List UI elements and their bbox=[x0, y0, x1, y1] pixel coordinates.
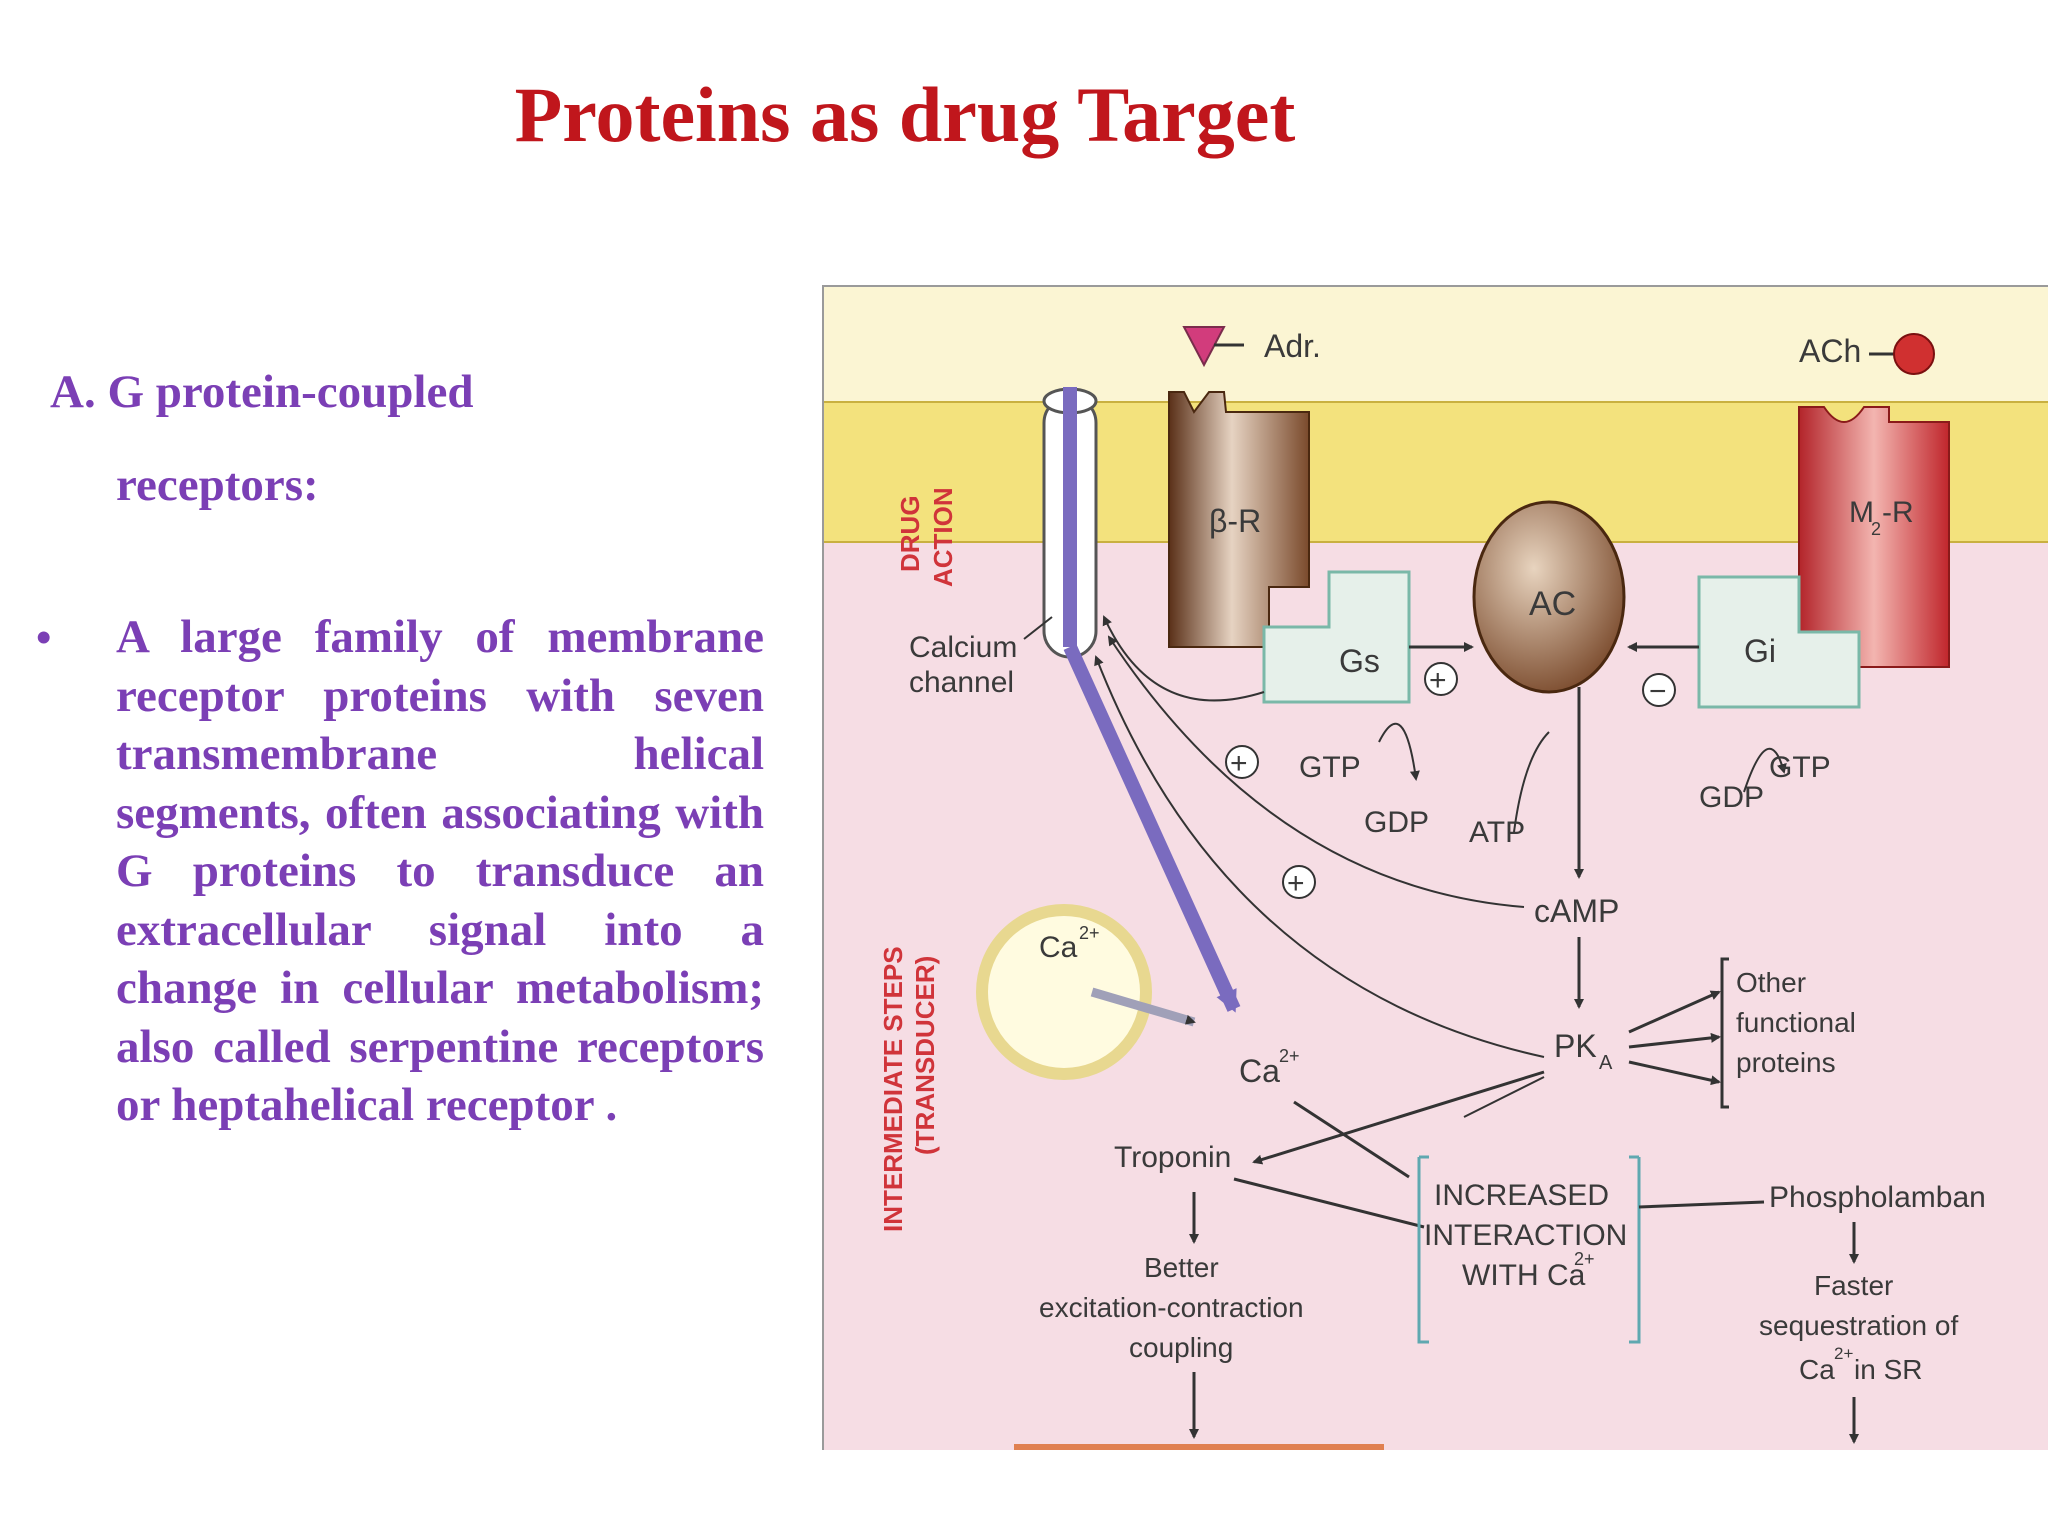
section-heading-continued: receptors: bbox=[116, 459, 319, 511]
increased-interaction-label: INCREASED bbox=[1434, 1179, 1609, 1212]
faster-sequestration-superscript: 2+ bbox=[1834, 1344, 1853, 1363]
calcium-influx-arrow bbox=[1063, 644, 1241, 1013]
channel-plus-sign-2: + bbox=[1287, 867, 1305, 900]
gpcr-signaling-diagram: DRUG ACTION INTERMEDIATE STEPS (TRANSDUC… bbox=[822, 285, 2048, 1450]
acetylcholine-label: ACh bbox=[1799, 333, 1861, 369]
increased-interaction-label-2: INTERACTION bbox=[1424, 1219, 1627, 1252]
drug-action-label-2: ACTION bbox=[928, 487, 958, 587]
transducer-label: (TRANSDUCER) bbox=[910, 956, 940, 1155]
faster-sequestration-label-tail: in SR bbox=[1854, 1354, 1922, 1385]
m2-receptor-label-tail: -R bbox=[1882, 496, 1914, 529]
better-coupling-label: Better bbox=[1144, 1252, 1219, 1283]
adenylyl-cyclase bbox=[1472, 500, 1626, 694]
bullet-text: A large family of membrane receptor prot… bbox=[116, 611, 764, 1131]
increased-interaction-label-3: WITH Ca bbox=[1462, 1259, 1586, 1292]
slide-title: Proteins as drug Target bbox=[514, 71, 1296, 158]
vesicle-ca-label: Ca bbox=[1039, 931, 1078, 964]
gi-label: Gi bbox=[1744, 633, 1776, 669]
gs-gdp-label: GDP bbox=[1364, 806, 1429, 839]
m2-receptor-label: M bbox=[1849, 496, 1874, 529]
m2-receptor-subscript: 2 bbox=[1871, 519, 1881, 539]
extracellular-zone bbox=[824, 287, 2048, 402]
phospholamban-label: Phospholamban bbox=[1769, 1181, 1986, 1214]
gs-gtp-label: GTP bbox=[1299, 751, 1361, 784]
vesicle-ca-superscript: 2+ bbox=[1079, 923, 1100, 943]
cytosolic-ca-label: Ca bbox=[1239, 1053, 1280, 1089]
beta-receptor-label: β-R bbox=[1209, 503, 1261, 539]
gi-gdp-label: GDP bbox=[1699, 781, 1764, 814]
faster-sequestration-label-3: Ca bbox=[1799, 1354, 1835, 1385]
beta-receptor bbox=[1168, 391, 1310, 648]
increased-interaction-superscript: 2+ bbox=[1574, 1249, 1595, 1269]
pka-subscript: A bbox=[1599, 1052, 1613, 1074]
calcium-channel bbox=[1042, 387, 1098, 659]
gi-gtp-label: GTP bbox=[1769, 751, 1831, 784]
gi-protein bbox=[1697, 575, 1861, 709]
intermediate-steps-label: INTERMEDIATE STEPS bbox=[878, 946, 908, 1232]
faster-sequestration-label-2: sequestration of bbox=[1759, 1310, 1958, 1341]
other-proteins-label-3: proteins bbox=[1736, 1047, 1836, 1078]
calcium-channel-label-2: channel bbox=[909, 666, 1014, 699]
other-proteins-label: Other bbox=[1736, 967, 1806, 998]
gs-ac-plus-sign: + bbox=[1429, 664, 1447, 697]
atp-label: ATP bbox=[1469, 816, 1525, 849]
gs-protein bbox=[1262, 570, 1411, 704]
drug-action-label: DRUG bbox=[895, 495, 925, 572]
pka-label: PK bbox=[1554, 1028, 1597, 1064]
faster-sequestration-label: Faster bbox=[1814, 1270, 1893, 1301]
better-coupling-label-2: excitation-contraction bbox=[1039, 1292, 1304, 1323]
cytosolic-ca-superscript: 2+ bbox=[1279, 1046, 1300, 1066]
sarcoplasmic-reticulum-vesicle bbox=[976, 904, 1152, 1080]
m2-receptor bbox=[1798, 406, 1950, 668]
gs-label: Gs bbox=[1339, 643, 1380, 679]
channel-plus-sign-1: + bbox=[1230, 747, 1248, 780]
better-coupling-label-3: coupling bbox=[1129, 1332, 1233, 1363]
other-proteins-label-2: functional bbox=[1736, 1007, 1856, 1038]
gi-ac-minus-sign: − bbox=[1649, 675, 1667, 708]
ac-label: AC bbox=[1529, 585, 1576, 623]
calcium-channel-label: Calcium bbox=[909, 631, 1017, 664]
camp-label: cAMP bbox=[1534, 893, 1619, 929]
adrenaline-label: Adr. bbox=[1264, 328, 1321, 364]
acetylcholine-ligand-icon bbox=[1893, 333, 1935, 375]
troponin-label: Troponin bbox=[1114, 1141, 1231, 1174]
section-heading: A. G protein-coupled bbox=[50, 366, 474, 418]
bullet-marker: • bbox=[36, 613, 52, 662]
